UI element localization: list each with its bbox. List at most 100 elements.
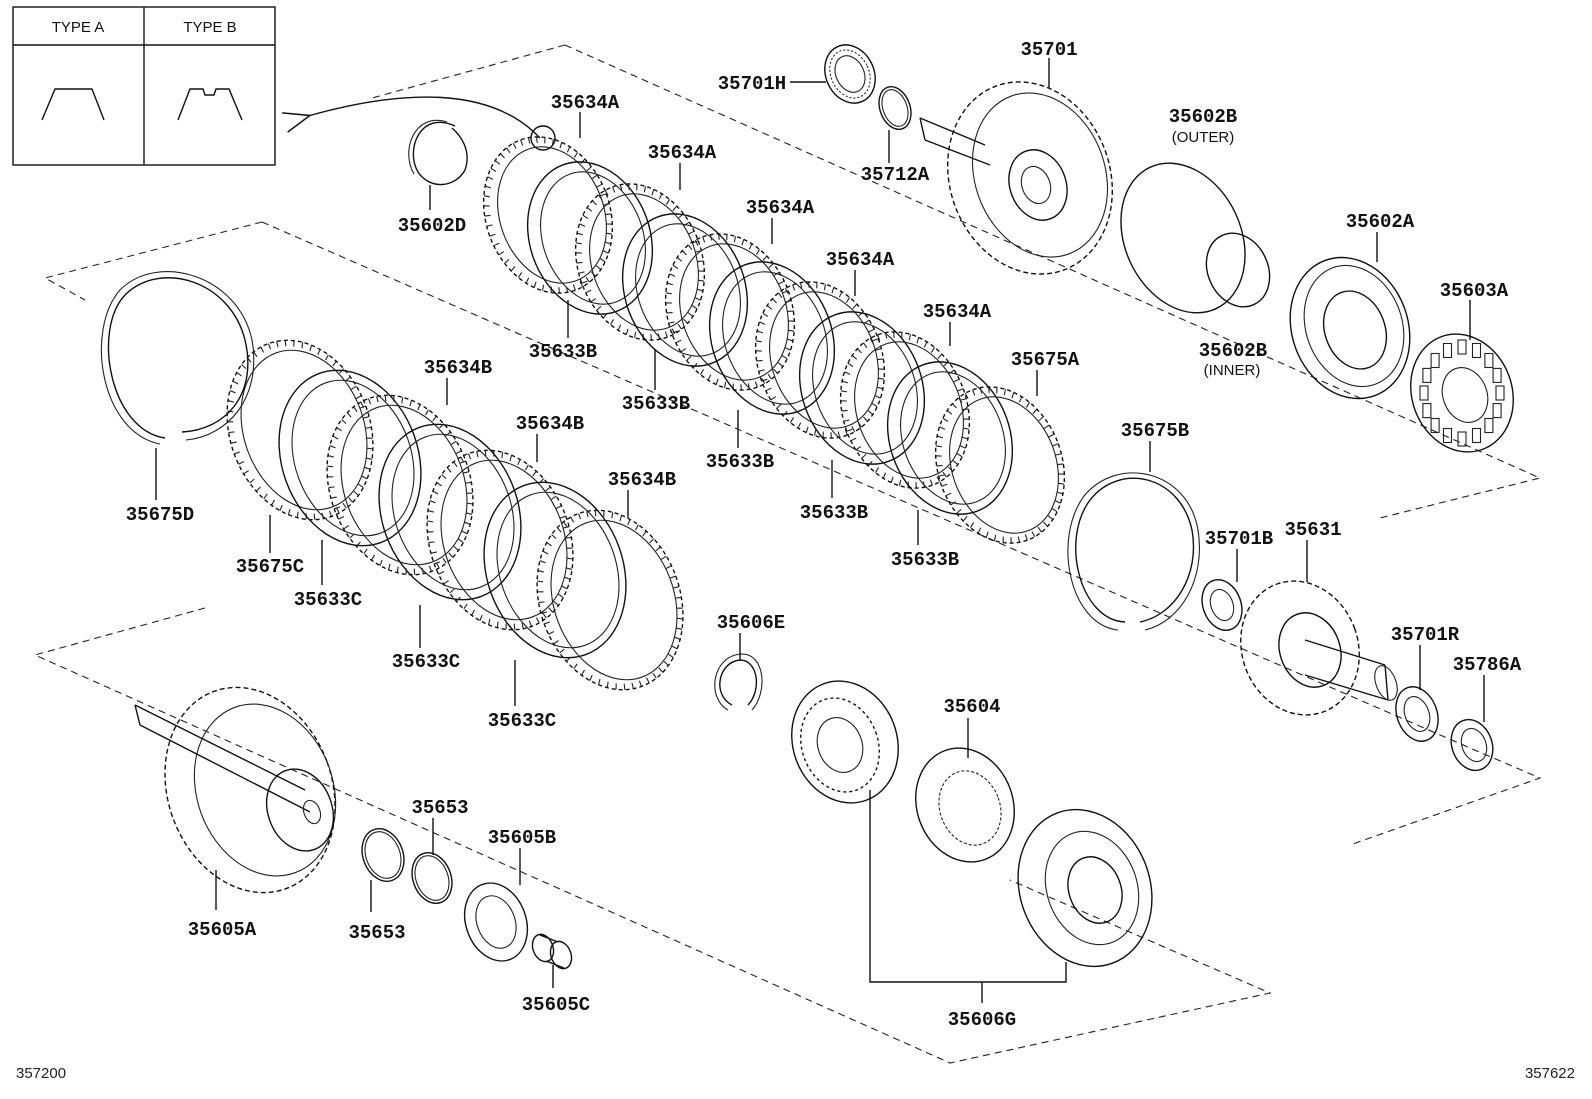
- upper-clutch-plates: [482, 136, 1066, 544]
- return-spring: [1442, 427, 1453, 444]
- gear-35606g: [791, 680, 899, 804]
- return-spring: [1430, 417, 1440, 434]
- lower-plate-teeth: [537, 510, 683, 690]
- part-label-35605c: 35605C: [522, 994, 590, 1016]
- lower-steel-plate-inner: [550, 519, 678, 681]
- part-label-35602d: 35602D: [398, 215, 466, 237]
- oring-35653-a: [361, 828, 405, 882]
- lower-friction-plate: [483, 481, 627, 659]
- return-spring: [1471, 342, 1482, 359]
- part-label-35633c: 35633C: [488, 710, 556, 732]
- return-spring: [1430, 352, 1440, 369]
- upper-clutch-pack: [482, 136, 1066, 544]
- outer-sublabel: (OUTER): [1172, 129, 1235, 146]
- part-label-35606e: 35606E: [717, 612, 785, 634]
- upper-friction-plate-inner: [722, 271, 828, 405]
- spring-retainer-35603a: [1410, 333, 1514, 453]
- part-label-35675d: 35675D: [126, 504, 194, 526]
- part-label-35633b: 35633B: [529, 341, 597, 363]
- part-labels: 35701H 35701 35634A 35634A 35634A 35634A…: [126, 39, 1522, 1031]
- return-spring: [1457, 431, 1467, 447]
- part-label-35634a: 35634A: [746, 197, 815, 219]
- part-label-35701: 35701: [1020, 39, 1077, 61]
- oring-35602b-inner: [1205, 232, 1271, 308]
- oring-35712a: [878, 85, 912, 131]
- one-way-clutch-35604: [915, 747, 1015, 863]
- lower-friction-plate-inner: [496, 491, 620, 649]
- return-spring: [1495, 385, 1505, 401]
- part-label-35633b: 35633B: [891, 549, 959, 571]
- part-label-35634b: 35634B: [516, 413, 584, 435]
- lower-steel-plate-inner: [440, 459, 568, 621]
- part-label-35634a: 35634A: [648, 142, 717, 164]
- part-label-35634a: 35634A: [551, 92, 620, 114]
- snap-ring-35606e: [714, 653, 763, 711]
- type-legend: TYPE A TYPE B: [12, 6, 276, 166]
- upper-friction-plate: [886, 361, 1014, 515]
- part-label-35701r: 35701R: [1391, 624, 1460, 646]
- part-label-35602b-inner: 35602B: [1199, 340, 1267, 362]
- upper-steel-plate-inner: [497, 146, 607, 284]
- part-label-35675a: 35675A: [1011, 349, 1080, 371]
- lower-steel-plate-inner: [240, 349, 368, 511]
- upper-friction-plate-inner: [900, 371, 1006, 505]
- part-label-35633b: 35633B: [706, 451, 774, 473]
- part-label-35605b: 35605B: [488, 827, 556, 849]
- part-label-35606g: 35606G: [948, 1009, 1016, 1031]
- oring-35653-b: [411, 852, 453, 904]
- spring-coils: [1419, 339, 1505, 447]
- part-label-35604: 35604: [943, 696, 1000, 718]
- part-label-35605a: 35605A: [188, 919, 257, 941]
- part-label-35602b-outer: 35602B: [1169, 106, 1237, 128]
- upper-steel-plate-inner: [679, 243, 789, 381]
- upper-friction-plate-inner: [812, 321, 918, 455]
- bearing-35701h: [824, 44, 876, 104]
- type-b-label: TYPE B: [183, 19, 236, 36]
- upper-steel-plate-inner: [949, 396, 1059, 534]
- return-spring: [1419, 385, 1429, 401]
- part-label-35634b: 35634B: [608, 469, 676, 491]
- type-a-label: TYPE A: [52, 19, 105, 36]
- return-spring: [1442, 342, 1453, 359]
- type-a-profile-icon: [41, 88, 105, 121]
- part-label-35712a: 35712A: [861, 164, 930, 186]
- part-label-35786a: 35786A: [1453, 654, 1522, 676]
- lower-clutch-plates: [226, 339, 684, 691]
- return-spring: [1457, 339, 1467, 355]
- upper-plate-teeth: [840, 331, 970, 489]
- lower-friction-plate: [378, 423, 522, 601]
- upper-friction-plate-inner: [540, 171, 646, 305]
- part-label-35602a: 35602A: [1346, 211, 1415, 233]
- return-spring: [1422, 367, 1432, 383]
- part-label-35633b: 35633B: [800, 502, 868, 524]
- snap-ring-35675b: [1067, 472, 1200, 631]
- part-label-35634a: 35634A: [923, 301, 992, 323]
- part-label-35634b: 35634B: [424, 357, 492, 379]
- return-spring: [1484, 352, 1494, 369]
- part-label-35653: 35653: [348, 922, 405, 944]
- part-label-35633c: 35633C: [392, 651, 460, 673]
- bearing-35605b: [463, 882, 529, 962]
- part-label-35631: 35631: [1284, 519, 1341, 541]
- upper-plate-teeth: [575, 183, 705, 341]
- part-label-35701h: 35701H: [718, 73, 786, 95]
- upper-friction-plate: [621, 213, 749, 367]
- diagram-code-left: 357200: [16, 1065, 66, 1082]
- upper-steel-plate-inner: [854, 341, 964, 479]
- race-35786a: [1450, 718, 1494, 772]
- upper-plate-teeth: [935, 386, 1065, 544]
- part-label-35701b: 35701B: [1205, 528, 1273, 550]
- upper-steel-plate-inner: [589, 193, 699, 331]
- part-label-35633b: 35633B: [622, 393, 690, 415]
- group-outlines: [33, 44, 1542, 1064]
- part-label-35603a: 35603A: [1440, 280, 1509, 302]
- lower-clutch-pack: [226, 339, 684, 691]
- piston-35602a: [1289, 256, 1411, 400]
- diagram-code-right: 357622: [1525, 1065, 1575, 1082]
- lower-friction-plate-inner: [391, 433, 515, 591]
- part-label-35634a: 35634A: [826, 249, 895, 271]
- lower-plate-teeth: [427, 450, 573, 630]
- clutch-drum-35605a: [134, 686, 337, 894]
- type-b-profile-icon: [177, 88, 243, 121]
- part-label-35675c: 35675C: [236, 556, 304, 578]
